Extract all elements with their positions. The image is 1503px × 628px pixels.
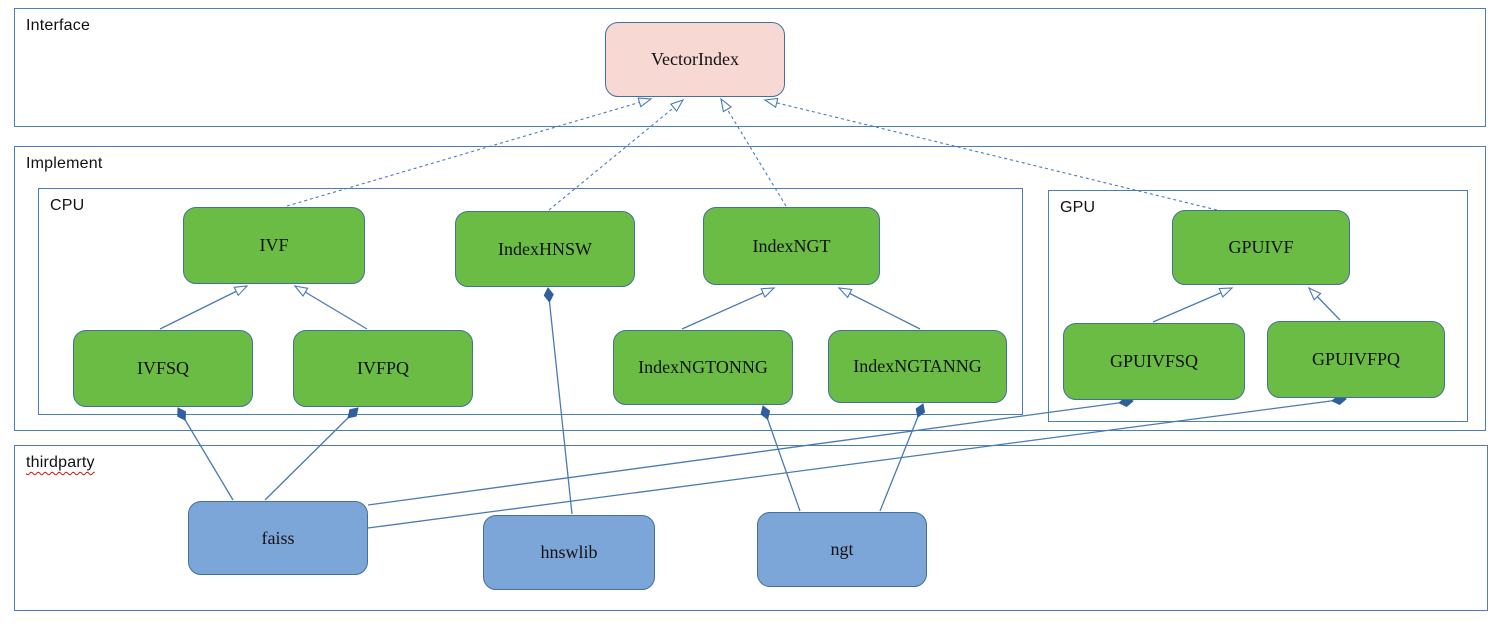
node-gpuivfsq-label: GPUIVFSQ bbox=[1109, 351, 1199, 371]
node-indexngt-label: IndexNGT bbox=[752, 235, 831, 256]
container-implement-label: Implement bbox=[26, 155, 103, 172]
node-gpuivf-label: GPUIVF bbox=[1228, 237, 1294, 257]
node-gpuivfpq-label: GPUIVFPQ bbox=[1311, 349, 1401, 369]
node-ivfpq: IVFPQ bbox=[293, 330, 473, 407]
node-ivfsq: IVFSQ bbox=[73, 330, 253, 407]
node-faiss-label: faiss bbox=[261, 527, 295, 548]
node-indexngtonng: IndexNGTONNG bbox=[613, 330, 793, 405]
container-gpu-label: GPU bbox=[1060, 199, 1096, 216]
node-ivfpq-label: IVFPQ bbox=[356, 358, 409, 378]
container-interface-label: Interface bbox=[26, 17, 91, 34]
node-indexngtanng: IndexNGTANNG bbox=[828, 330, 1007, 403]
node-indexhnsw-label: IndexHNSW bbox=[498, 238, 592, 259]
node-hnswlib-label: hnswlib bbox=[540, 542, 598, 562]
node-indexngtanng-label: IndexNGTANNG bbox=[853, 356, 982, 376]
node-ivf-label: IVF bbox=[259, 235, 289, 255]
node-indexngtonng-label: IndexNGTONNG bbox=[638, 357, 768, 377]
node-hnswlib: hnswlib bbox=[483, 515, 655, 590]
node-indexhnsw: IndexHNSW bbox=[455, 211, 635, 287]
node-gpuivfpq: GPUIVFPQ bbox=[1267, 321, 1445, 398]
node-ngt-label: ngt bbox=[830, 539, 854, 559]
container-cpu-label: CPU bbox=[50, 197, 85, 214]
node-vectorindex-label: VectorIndex bbox=[651, 49, 739, 69]
node-ngt: ngt bbox=[757, 512, 927, 587]
node-ivf: IVF bbox=[183, 207, 365, 284]
node-faiss: faiss bbox=[188, 501, 368, 575]
container-thirdparty-label: thirdparty bbox=[26, 454, 95, 471]
node-gpuivfsq: GPUIVFSQ bbox=[1063, 323, 1245, 400]
node-gpuivf: GPUIVF bbox=[1172, 210, 1350, 285]
node-vectorindex: VectorIndex bbox=[605, 22, 785, 97]
node-indexngt: IndexNGT bbox=[703, 207, 880, 285]
node-ivfsq-label: IVFSQ bbox=[136, 358, 189, 378]
